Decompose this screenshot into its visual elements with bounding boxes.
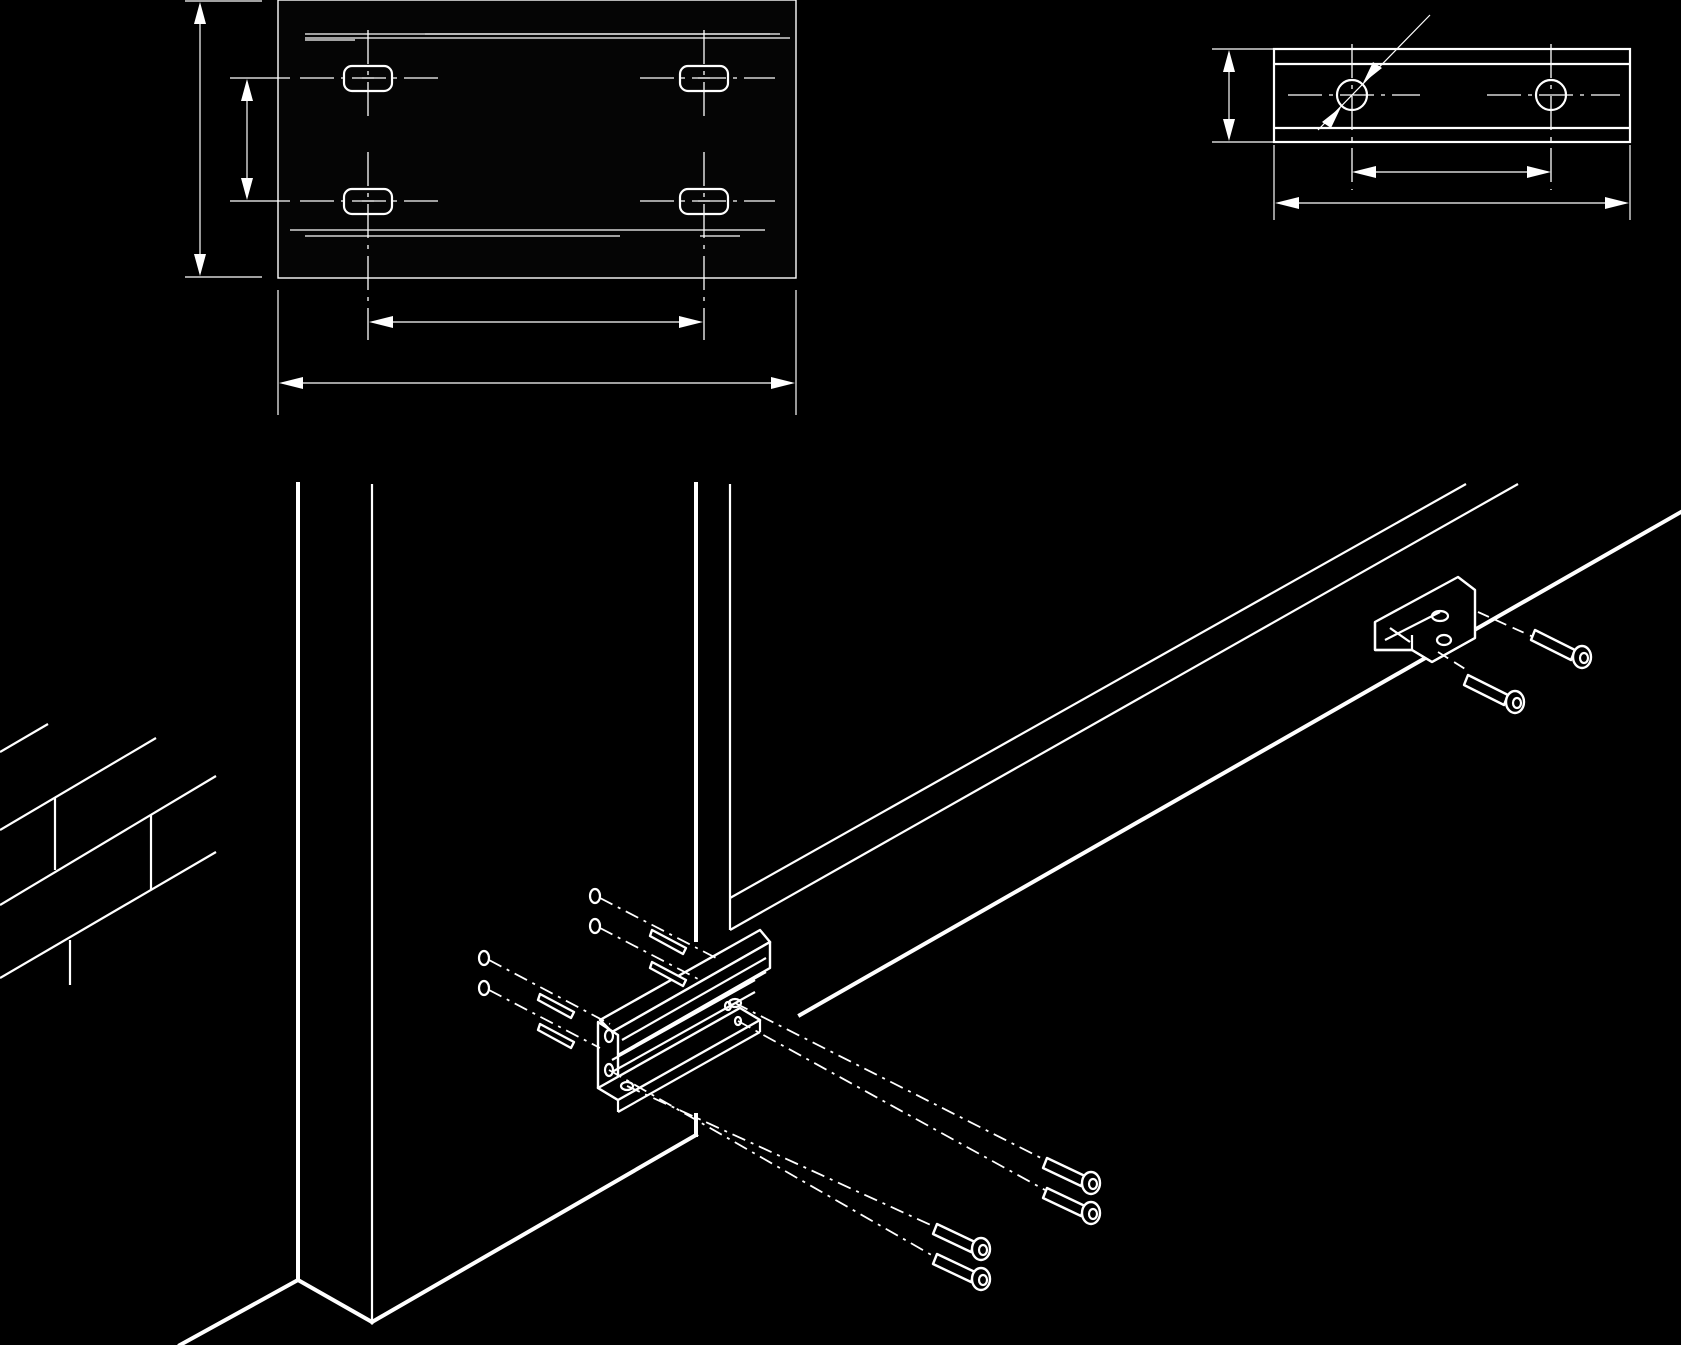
- socket-screws-rail: [1462, 628, 1593, 715]
- bracket-height-dimension: [1212, 48, 1285, 143]
- wall-anchors: [477, 887, 721, 1050]
- socket-screw: [1041, 1186, 1102, 1226]
- socket-screw: [931, 1222, 992, 1262]
- socket-screws-bottom: [931, 1156, 1102, 1292]
- washer: [588, 917, 602, 935]
- bracket-hole-pitch-dimension: [1352, 166, 1551, 178]
- mounting-plate-detail: [185, 0, 797, 415]
- small-rail-bracket: [1373, 575, 1541, 673]
- washer: [477, 949, 491, 967]
- bracket-outline: [1272, 47, 1632, 144]
- column: [296, 482, 732, 1322]
- washer: [477, 979, 491, 997]
- bracket-detail: [1212, 14, 1632, 220]
- isometric-scene: [0, 482, 1681, 1345]
- plate-edge-lines: [290, 33, 790, 237]
- socket-screw: [1462, 673, 1526, 715]
- washer: [588, 887, 602, 905]
- anchor-plug: [536, 928, 688, 1050]
- socket-screw: [1041, 1156, 1102, 1196]
- plate-centerlines: [300, 30, 775, 340]
- socket-screw: [1529, 628, 1593, 670]
- rail-panel: [729, 483, 1681, 1018]
- bracket-width-dimension: [1273, 145, 1631, 220]
- brick-wall: [0, 723, 217, 985]
- socket-screw: [931, 1252, 992, 1292]
- plate-dimensions: [185, 0, 797, 415]
- u-channel-bracket: [596, 928, 772, 1113]
- screw-axes: [608, 1002, 1046, 1258]
- hole-diameter-leader: [1317, 14, 1431, 131]
- floor-edges: [177, 1113, 699, 1345]
- mounting-plate-outline: [277, 0, 797, 279]
- bracket-centerlines: [1288, 44, 1620, 190]
